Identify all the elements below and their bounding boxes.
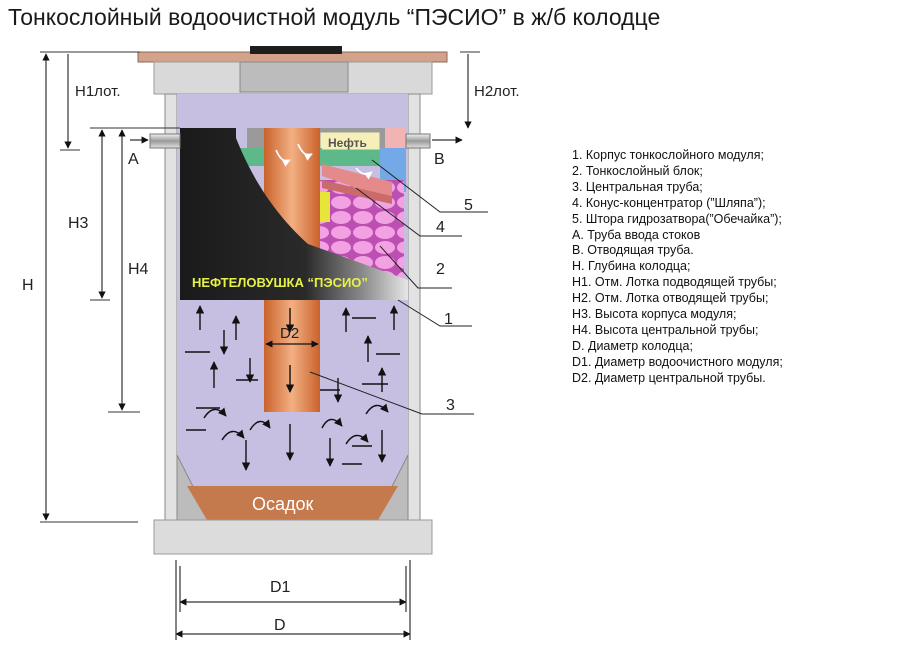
legend-item: H. Глубина колодца; [572,259,691,274]
legend-item: 3. Центральная труба; [572,179,703,194]
legend-item: 1. Корпус тонкослойного модуля; [572,148,764,162]
label-d1: D1 [270,579,291,596]
leader-4 [355,187,462,237]
legend-item: 5. Штора гидрозатвора(”Обечайка”); [572,211,782,226]
outlet-pipe [405,133,431,149]
callout-1: 1 [444,311,453,328]
callout-leaders [309,159,488,415]
legend-item: D2. Диаметр центральной трубы. [572,370,766,385]
label-h: H [22,277,34,294]
legend-item: B. Отводящая труба. [572,243,694,258]
leader-2 [379,245,452,289]
legend-item: 2. Тонкослойный блок; [572,163,703,178]
label-h2: H2лот. [474,83,519,100]
module-body [180,128,408,300]
level-lines [40,51,480,523]
legend-item: D. Диаметр колодца; [572,338,693,353]
label-d2: D2 [280,325,299,342]
well-wall-left [164,93,178,525]
bottom-slab [153,519,433,555]
label-a: A [128,151,139,168]
legend-list: 1. Корпус тонкослойного модуля; 2. Тонко… [572,148,783,387]
label-oil: Нефть [328,136,367,150]
label-b: B [434,151,445,168]
flow-arrows [185,305,400,471]
label-h1: H1лот. [75,83,120,100]
leader-1 [397,299,472,327]
legend-item: H2. Отм. Лотка отводящей трубы; [572,291,769,306]
label-d: D [274,617,286,634]
cone-concentrator-lower [322,180,392,204]
callout-4: 4 [436,219,445,236]
callout-5: 5 [464,197,473,214]
dimension-arrows [42,53,472,640]
well-wall-right [407,93,421,525]
label-trap: НЕФТЕЛОВУШКА “ПЭСИО” [192,275,368,290]
legend-item: H1. Отм. Лотка подводящей трубы; [572,275,777,290]
legend-item: H4. Высота центральной трубы; [572,322,759,337]
inlet-pipe [149,133,181,149]
legend-item: 4. Конус-концентратор (”Шляпа”); [572,195,766,210]
leader-5 [371,159,488,213]
callout-2: 2 [436,261,445,278]
cover-slab [137,46,448,95]
diagram-title: Тонкослойный водоочистной модуль “ПЭСИО”… [8,4,661,30]
sediment-zone [187,486,398,520]
leader-3 [309,371,474,415]
cone-concentrator [322,164,392,200]
callout-3: 3 [446,397,455,414]
legend-item: D1. Диаметр водоочистного модуля; [572,354,783,369]
pipe-top-flow-arrows [275,143,373,180]
label-h4: H4 [128,261,149,278]
label-h3: H3 [68,215,89,232]
legend-item: H3. Высота корпуса модуля; [572,307,737,322]
lamella-marker [318,192,330,222]
label-sediment: Осадок [252,494,314,514]
legend-item: A. Труба ввода стоков [572,227,701,242]
